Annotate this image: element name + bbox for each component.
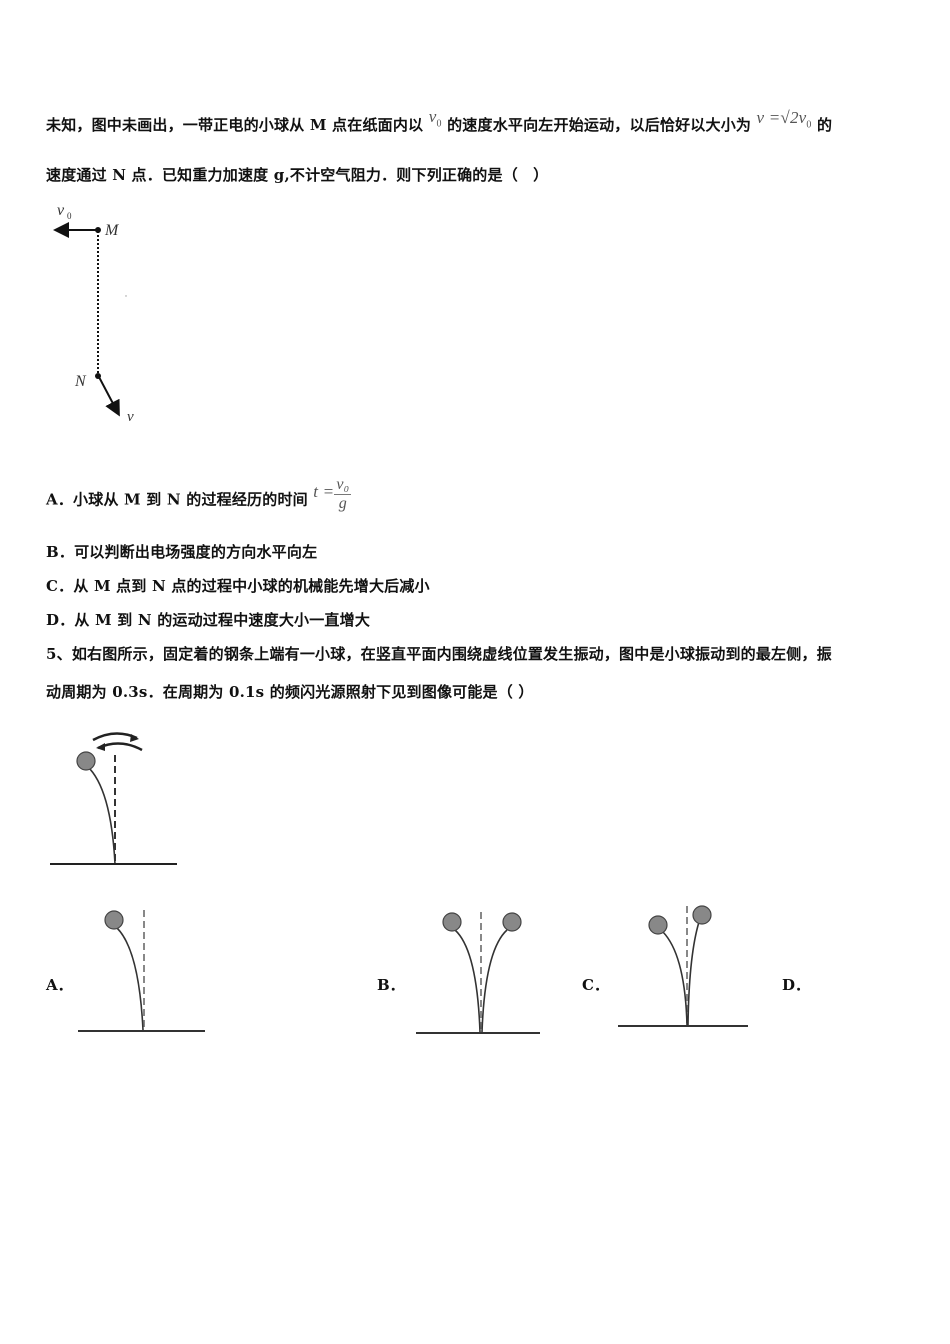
q5-option-D-label: D． [782,976,811,994]
q4-option-D: D．从 M 到 N 的运动过程中速度大小一直增大 [46,611,371,629]
q5-option-A-figure [78,910,205,1032]
q4-stem-text-2: 的速度水平向左开始运动，以后恰好以大小为 [447,116,752,134]
svg-text:N: N [74,373,87,390]
svg-text:v: v [127,409,134,425]
q4-stem-line2: 速度通过 N 点．已知重力加速度 g,不计空气阻力．则下列正确的是（ ） [46,166,549,184]
q5-option-A-label: A． [46,976,73,994]
v0-symbol: v0 [428,107,442,130]
q5-option-B-label: B． [377,976,405,994]
svg-text:v: v [57,202,65,219]
q4-stem-text-1: 未知，图中未画出，一带正电的小球从 M 点在纸面内以 [46,116,424,134]
svg-text:0: 0 [67,211,72,221]
q5-option-C-figure [618,905,748,1027]
q5-reference-figure [50,732,177,865]
q4-stem-text-3: 的 [817,116,833,134]
svg-text:M: M [104,222,120,239]
q4-option-B: B．可以判断出电场强度的方向水平向左 [46,543,318,561]
q5-stem-line1: 5、如右图所示，固定着的钢条上端有一小球，在竖直平面内围绕虚线位置发生振动，图中… [46,645,832,663]
q4-motion-figure: v 0 M N v [53,202,134,425]
q5-option-C-label: C． [582,976,609,994]
q5-stem-line2: 动周期为 0.3s．在周期为 0.1s 的频闪光源照射下见到图像可能是（ ） [46,683,534,701]
q4-option-C: C．从 M 点到 N 点的过程中小球的机械能先增大后减小 [46,577,430,595]
v-formula: v =√2v0 [756,108,812,131]
q5-option-B-figure [416,912,540,1034]
option-A-formula-lhs: t = [313,481,335,501]
option-A-text: A．小球从 M 到 N 的过程经历的时间 [46,490,308,509]
q4-stem-line1: 未知，图中未画出，一带正电的小球从 M 点在纸面内以 v0 的速度水平向左开始运… [46,107,833,137]
